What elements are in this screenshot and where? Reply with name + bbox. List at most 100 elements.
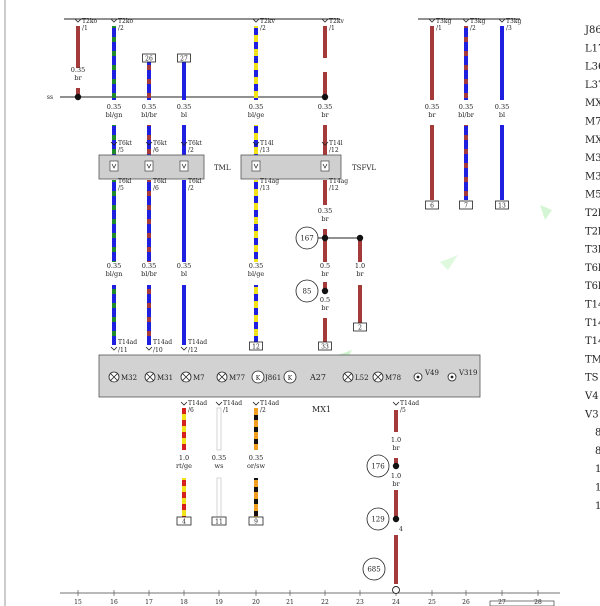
wire-184-bottom [182,478,186,517]
legend-entry: T14 [585,318,600,329]
box-right-6 [425,200,439,210]
wire-325-upper-b [323,72,327,95]
wire-219-bottom [216,477,222,518]
wire-mid-184-gauge: 0.35 [177,262,191,270]
tml-pin-socket [144,160,154,172]
wire-114-mid [112,180,116,262]
module-bottom-pin-number: /5 [400,407,406,414]
legend-entry: L36 [585,62,600,73]
wire-upper-325-color: br [321,111,329,119]
wire-502-upper [500,26,504,100]
module-component-label: M32 [121,374,137,382]
top-connector-pin-number: /2 [260,25,266,32]
wire-upper-149-gauge: 0.35 [142,103,156,111]
module-component-k-label: K [288,375,293,382]
wire-256-mid [254,180,258,262]
box-325 [318,341,332,351]
module-top-pin-number: /10 [153,347,163,354]
module-component-label: M7 [193,374,205,382]
scale-number: 21 [286,599,294,606]
wire-396-d [394,535,398,584]
tsfvl-bottom-pin-label: T14ag [260,178,279,185]
ref-circle-85-label: 85 [303,288,312,296]
wire-325-low-color: br [321,304,329,312]
top-connector-pin [74,18,82,23]
module-component-lamp-x [374,373,382,381]
wire-360-lower [358,285,362,323]
ref-circle-167-label: 167 [300,235,313,243]
wire-lower-184-color: rt/ge [176,462,192,470]
wire-mid-114-gauge: 0.35 [107,262,121,270]
wire-256-low [254,285,258,342]
tml-pin-arrow [111,163,117,169]
top-connector-pin [252,18,260,23]
legend-entry: MX [585,135,600,146]
wire-256-upper [254,26,258,100]
top-connector-label: T2ko [118,18,133,25]
module-component-pump-core [450,375,454,379]
wire-149-low [147,285,151,345]
legend-entry: T3l [585,245,600,256]
module-bottom-pin-label: T14ad [400,400,419,407]
box-360 [353,322,367,332]
top-connector-pin-number: /1 [82,25,88,32]
ref-circle-129 [366,507,390,531]
tml-bottom-pin-label: T6kl [118,178,131,185]
scale-number: 16 [110,599,118,606]
scale-number: 15 [74,599,82,606]
scale-number: 20 [252,599,260,606]
tsfvl-pin-socket [320,160,330,172]
ref-circle-685 [362,557,386,581]
wire-325-mid-gauge: 0.35 [318,207,332,215]
legend-entry: L17 [585,43,600,54]
tml-pin-socket [109,160,119,172]
module-component-label: L52 [355,374,369,382]
mx-label: MX1 [312,405,331,414]
wire-149-to-tml [147,125,151,158]
wire-upper-502-color: bl [499,111,505,119]
top-connector-pin-number: /1 [329,25,335,32]
tsfvl-top-pin-label: T14l [260,140,274,147]
box-right-6-label: 6 [430,203,434,210]
ground-terminal [392,586,400,594]
box-bottom-9 [248,516,264,526]
module-component-label: M77 [229,374,245,382]
wire-right-325-color: br [321,270,329,278]
wire-219-lower [216,407,222,451]
wire-432-lower [430,125,434,200]
wire-396-pin: 4 [399,526,403,533]
module-component-label: M78 [385,374,401,382]
tml-pin-arrow [146,163,152,169]
legend-entry: M3 [585,171,600,182]
box-256 [249,341,263,351]
wire-149-mid [147,180,151,262]
wire-upper-432-gauge: 0.35 [425,103,439,111]
module-bottom-pin-number: /6 [188,407,194,414]
wire-114-low [112,285,116,345]
tml-top-pin-number: /6 [153,147,159,154]
module-bottom-pin [215,401,223,406]
wire-256-lower [254,408,258,450]
wire-396-gauge-b: 1.0 [391,472,401,480]
tsfvl-pin-arrow [322,163,328,169]
wire-78-stub [76,88,80,96]
tml-bottom-pin-label: T6kl [153,178,166,185]
module-component-k [251,370,265,384]
module-bottom-pin [252,401,260,406]
tml-bottom-pin-number: /5 [118,185,124,192]
wire-325-85a [323,282,327,290]
wire-lower-184-gauge: 1.0 [179,454,189,462]
wire-256-bottom [254,478,258,517]
tsfvl-top-pin-number: /13 [260,147,270,154]
tml-pin-arrow [181,163,187,169]
wire-325-upper-a [323,26,327,58]
legend-entry: 1 [595,464,600,475]
module-bottom-pin [180,401,188,406]
module-component-label: V319 [458,369,477,377]
ref-circle-685-label: 685 [367,566,380,574]
wire-lower-256-gauge: 0.35 [249,454,263,462]
wire-mid-149-gauge: 0.35 [142,262,156,270]
module-top-pin-label: T14ad [153,339,172,346]
top-connector-pin-number: /3 [506,25,512,32]
top-connector-pin [110,18,118,23]
